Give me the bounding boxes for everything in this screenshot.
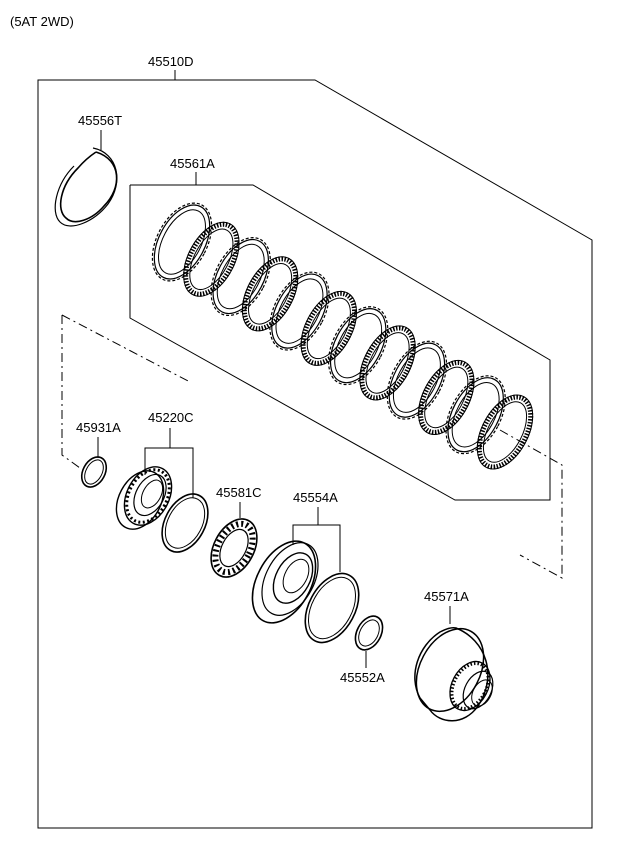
label-45220C: 45220C (148, 410, 194, 425)
label-45581C: 45581C (216, 485, 262, 500)
clutch-plate (418, 359, 475, 435)
label-45931A: 45931A (76, 420, 121, 435)
clutch-plate (327, 306, 389, 386)
bearing-rollers (212, 520, 256, 576)
variant-label: (5AT 2WD) (10, 14, 74, 29)
clutch-plate (241, 256, 299, 332)
seal-45220C-part (161, 493, 209, 553)
label-45552A: 45552A (340, 670, 385, 685)
piston-45554A-part (251, 540, 319, 624)
clutch-plate (300, 290, 358, 366)
clutch-plate (183, 221, 240, 297)
leader-45220C (144, 447, 194, 498)
clutch-pack-frame (129, 184, 551, 501)
clutch-plate (386, 340, 448, 420)
assembly-frame (37, 79, 593, 829)
seal-45554A-part (304, 572, 360, 644)
guide-line-left (61, 315, 81, 469)
assembly-label: 45510D (148, 54, 194, 69)
clutch-plate (476, 394, 534, 470)
ring-45931A-part (80, 456, 108, 488)
snap-ring-part (54, 147, 118, 227)
label-45571A: 45571A (424, 589, 469, 604)
label-45554A: 45554A (293, 490, 338, 505)
retainer-45571A-part (414, 627, 494, 722)
bearing-45581C-part (210, 518, 258, 578)
oring-45552A-part (354, 615, 384, 651)
clutch-plate (151, 202, 213, 282)
clutch-plate (210, 237, 271, 317)
guide-line-right (499, 429, 563, 579)
clutch-plate (269, 271, 330, 351)
label-45556T: 45556T (78, 113, 122, 128)
clutch-plate (445, 375, 506, 455)
label-45561A: 45561A (170, 156, 215, 171)
hub-teeth (125, 468, 171, 524)
clutch-plate (359, 325, 416, 401)
guide-line-top (61, 314, 191, 383)
leader-45554A (292, 524, 341, 572)
hub-45220C-part (115, 466, 173, 530)
drum-splines (450, 662, 490, 710)
clutch-plates (151, 202, 534, 470)
